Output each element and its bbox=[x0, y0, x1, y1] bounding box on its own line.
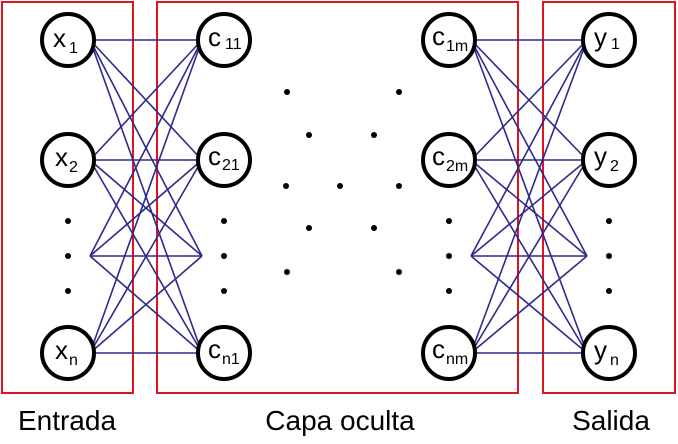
hidden-last-col-dot-2 bbox=[446, 253, 452, 259]
connection-line bbox=[89, 159, 203, 354]
node-x2: x2 bbox=[40, 132, 96, 188]
middle-dot bbox=[337, 183, 343, 189]
output-dot-3 bbox=[606, 288, 612, 294]
input-dot-3 bbox=[65, 288, 71, 294]
node-circle bbox=[196, 12, 252, 68]
node-circle bbox=[40, 325, 96, 381]
node-c2m: c2m bbox=[421, 132, 477, 188]
middle-dot bbox=[396, 183, 402, 189]
hidden-output-connections bbox=[470, 39, 588, 354]
node-label: c2m bbox=[432, 141, 468, 175]
connection-line bbox=[470, 39, 588, 257]
middle-dot bbox=[283, 183, 289, 189]
connection-line bbox=[470, 39, 588, 354]
output-dot-2 bbox=[606, 253, 612, 259]
middle-dot bbox=[306, 132, 312, 138]
connection-line bbox=[89, 39, 203, 257]
node-label: cnm bbox=[432, 334, 468, 368]
hidden-section-label: Capa oculta bbox=[265, 405, 415, 436]
node-xn: xn bbox=[40, 325, 96, 381]
node-cn1: cn1 bbox=[196, 325, 252, 381]
node-label: c1m bbox=[432, 21, 468, 55]
node-label: c21 bbox=[208, 141, 240, 174]
node-circle bbox=[196, 132, 252, 188]
node-circle bbox=[581, 12, 637, 68]
input-section-label: Entrada bbox=[18, 405, 116, 436]
connection-line bbox=[470, 159, 588, 354]
node-circle bbox=[196, 325, 252, 381]
hidden-layer-box bbox=[156, 1, 519, 394]
connection-line bbox=[470, 39, 588, 161]
connection-line bbox=[89, 159, 203, 257]
middle-dot bbox=[284, 269, 290, 275]
node-label: cn1 bbox=[208, 334, 240, 368]
connection-line bbox=[89, 255, 203, 354]
node-circle bbox=[40, 12, 96, 68]
middle-dot bbox=[396, 89, 402, 95]
output-section-label: Salida bbox=[572, 405, 650, 436]
hidden-last-col-dot-1 bbox=[446, 218, 452, 224]
node-label: xn bbox=[55, 335, 78, 369]
node-circle bbox=[421, 325, 477, 381]
output-dot-1 bbox=[606, 218, 612, 224]
connection-line bbox=[89, 39, 203, 161]
middle-dot bbox=[396, 269, 402, 275]
input-dot-2 bbox=[65, 253, 71, 259]
node-circle bbox=[581, 325, 637, 381]
middle-dot bbox=[371, 132, 377, 138]
hidden-first-col-dot-1 bbox=[221, 218, 227, 224]
hidden-first-col-dot-3 bbox=[221, 288, 227, 294]
node-circle bbox=[581, 132, 637, 188]
node-circle bbox=[421, 132, 477, 188]
middle-dot bbox=[284, 89, 290, 95]
hidden-first-col-dot-2 bbox=[221, 253, 227, 259]
node-circle bbox=[40, 132, 96, 188]
node-label: x2 bbox=[55, 142, 78, 176]
output-layer-box bbox=[542, 1, 676, 394]
ellipsis-dots bbox=[65, 89, 612, 294]
connection-line bbox=[89, 39, 203, 354]
node-c21: c21 bbox=[196, 132, 252, 188]
middle-dot bbox=[371, 225, 377, 231]
middle-dot bbox=[306, 225, 312, 231]
input-hidden-connections bbox=[89, 39, 203, 354]
connection-line bbox=[470, 159, 588, 257]
node-circle bbox=[421, 12, 477, 68]
hidden-last-col-dot-3 bbox=[446, 288, 452, 294]
input-dot-1 bbox=[65, 218, 71, 224]
node-c1m: c1m bbox=[421, 12, 477, 68]
node-cnm: cnm bbox=[421, 325, 477, 381]
connection-line bbox=[470, 255, 588, 354]
